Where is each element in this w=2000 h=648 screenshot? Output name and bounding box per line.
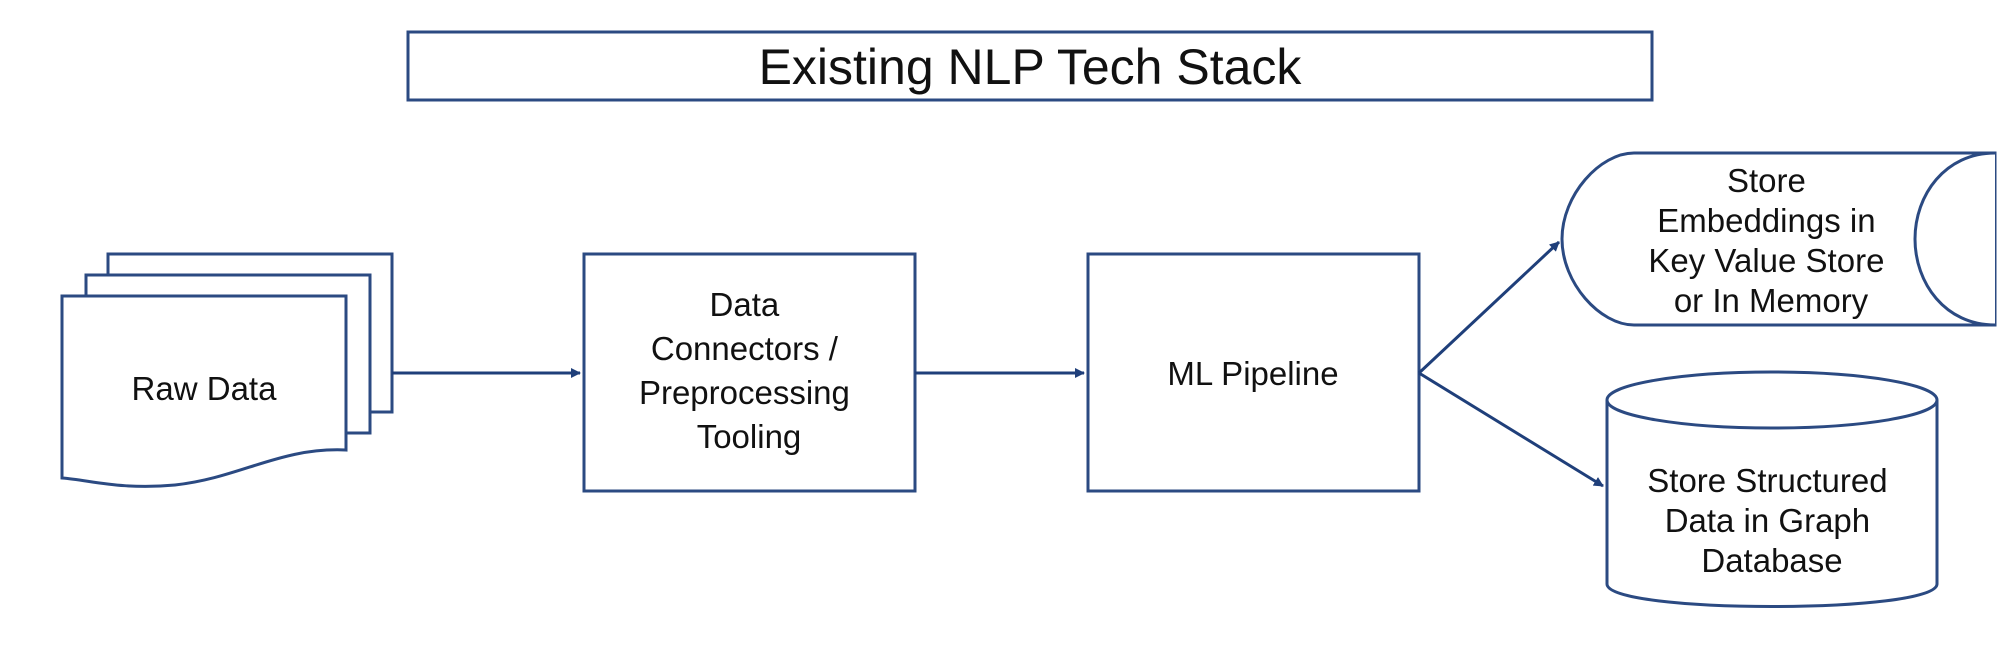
graph-db-line: Data in Graph: [1665, 502, 1870, 539]
ml-pipeline-label: ML Pipeline: [1167, 355, 1338, 392]
ml-pipeline-box: [1086, 252, 1421, 493]
raw-data-front-sheet: [60, 294, 348, 488]
embeddings-store-line: Key Value Store: [1648, 242, 1884, 279]
title-box: Existing NLP Tech Stack: [406, 30, 1654, 102]
graph-db-top: [1605, 370, 1939, 430]
embeddings-store-line: Embeddings in: [1657, 202, 1875, 239]
raw-data-node: Raw Data: [60, 252, 394, 488]
title-frame: [406, 30, 1654, 102]
graph-db-line: Store Structured: [1647, 462, 1887, 499]
arrow-ml-to-embeddings: [1417, 240, 1561, 375]
embeddings-store-label: Store Embeddings in Key Value Store or I…: [1648, 162, 1893, 319]
graph-db-body: [1605, 400, 1939, 608]
connectors-node: Data Connectors / Preprocessing Tooling: [582, 252, 917, 493]
graph-db-node: Store Structured Data in Graph Database: [1605, 370, 1939, 608]
ml-pipeline-line: ML Pipeline: [1167, 355, 1338, 392]
connectors-line: Preprocessing: [639, 374, 850, 411]
connectors-label: Data Connectors / Preprocessing Tooling: [639, 286, 859, 455]
connectors-line: Data: [710, 286, 780, 323]
graph-db-label: Store Structured Data in Graph Database: [1647, 462, 1896, 579]
raw-data-line: Raw Data: [132, 370, 278, 407]
arrow-ml-to-graph-db: [1418, 371, 1604, 488]
graph-db-line: Database: [1701, 542, 1842, 579]
connectors-box: [582, 252, 917, 493]
embeddings-store-body: [1560, 151, 1997, 327]
embeddings-store-node: Store Embeddings in Key Value Store or I…: [1560, 151, 1997, 327]
page-title: Existing NLP Tech Stack: [759, 39, 1303, 95]
embeddings-store-line: Store: [1727, 162, 1806, 199]
ml-pipeline-node: ML Pipeline: [1086, 252, 1421, 493]
connectors-line: Connectors /: [651, 330, 839, 367]
connectors-line: Tooling: [697, 418, 802, 455]
raw-data-label: Raw Data: [132, 370, 278, 407]
embeddings-store-line: or In Memory: [1674, 282, 1869, 319]
embeddings-store-end-cap: [1913, 151, 1996, 327]
